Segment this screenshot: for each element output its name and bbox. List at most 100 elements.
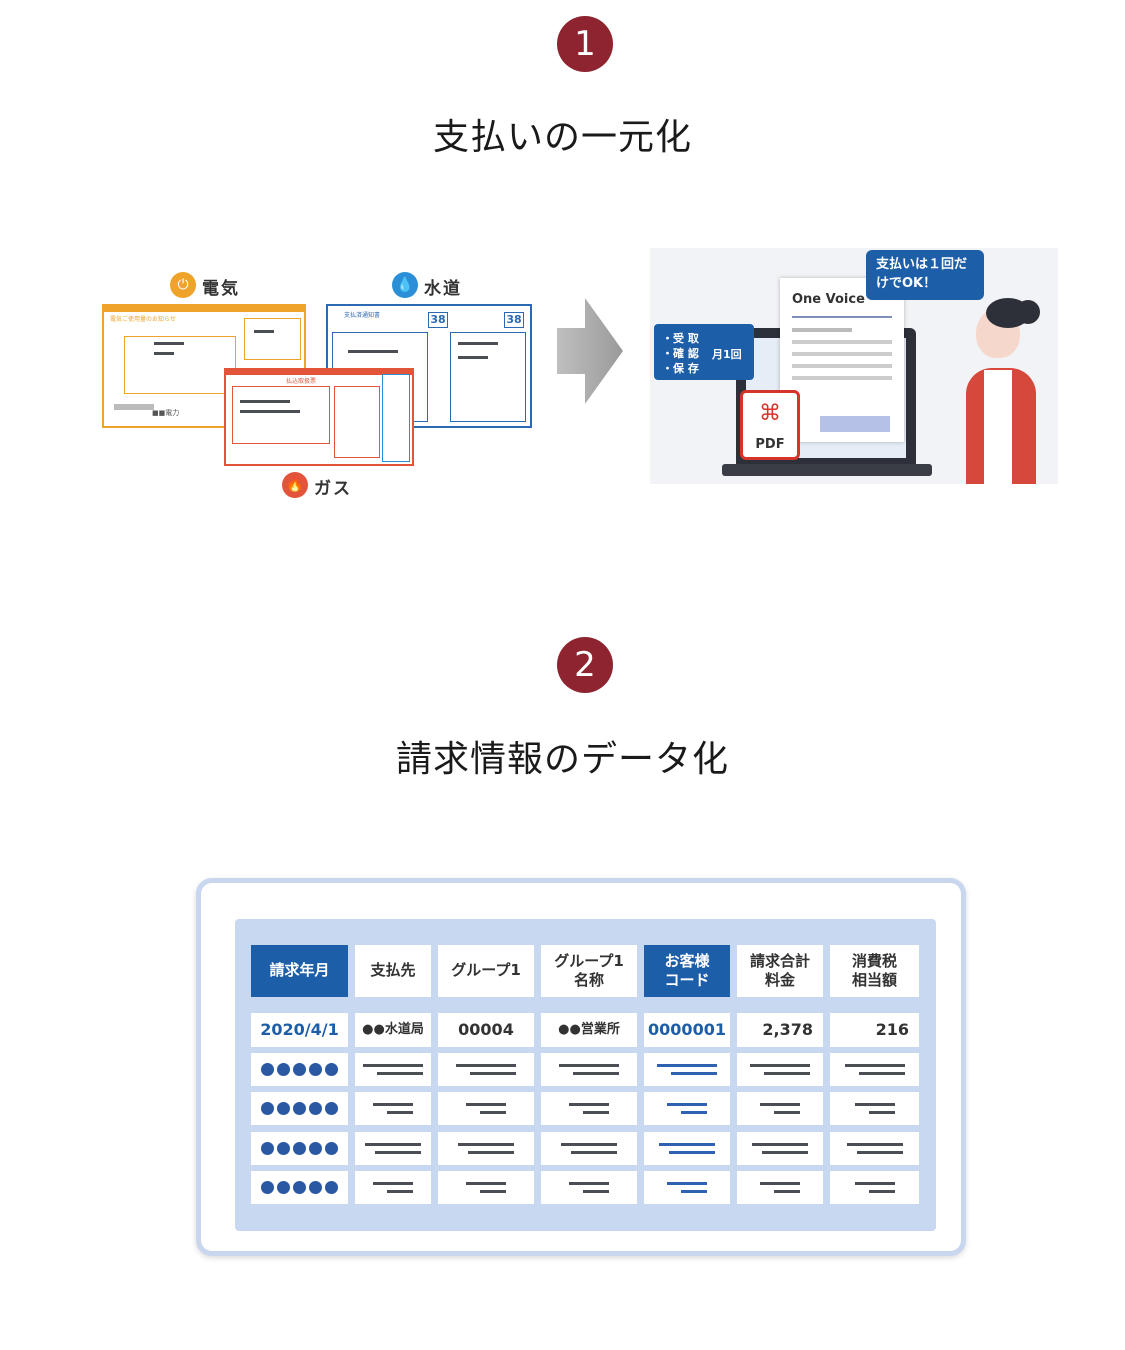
table-placeholder-cell	[438, 1132, 534, 1165]
table-header-consumption-tax: 消費税 相当額	[830, 945, 919, 997]
utility-label-gas: ガス	[314, 479, 352, 499]
electric-bill: 電気ご使用量のお知らせ ■■電力	[102, 304, 306, 428]
gas-bill-header: 払込取扱票	[286, 378, 317, 385]
table-placeholder-cell	[830, 1171, 919, 1204]
table-cell-total-charge: 2,378	[737, 1013, 823, 1047]
table-cell-customer-code: 0000001	[644, 1013, 730, 1047]
table-cell-group1: 00004	[438, 1013, 534, 1047]
table-placeholder-cell	[830, 1053, 919, 1086]
redacted-lines	[363, 1064, 423, 1075]
onevoice-illustration: One Voice ・受 取 ・確 認 ・保 存 月1回 ⌘ PDF 支払いは１…	[650, 248, 1058, 484]
redacted-dots	[261, 1181, 338, 1194]
water-bill-number-1: 38	[428, 312, 448, 328]
brand-logo: One Voice	[792, 292, 865, 307]
table-placeholder-cell	[737, 1092, 823, 1125]
table-placeholder-cell	[355, 1092, 431, 1125]
billing-data-table: 請求年月 支払先 グループ1 グループ1 名称 お客様 コード 請求合計 料金 …	[235, 919, 936, 1231]
speech-bubble: 支払いは１回だけでOK！	[866, 250, 984, 300]
table-placeholder-cell	[737, 1053, 823, 1086]
table-placeholder-cell	[251, 1132, 348, 1165]
table-placeholder-cell	[541, 1092, 637, 1125]
section-title-2: 請求情報のデータ化	[395, 739, 729, 780]
redacted-lines	[559, 1064, 619, 1075]
table-placeholder-cell	[644, 1171, 730, 1204]
table-header-payee: 支払先	[355, 945, 431, 997]
arrow-right-icon	[557, 298, 623, 404]
list-item-store: ・保 存	[662, 362, 699, 375]
plug-icon: ⏻	[170, 272, 196, 298]
redacted-lines	[456, 1064, 516, 1075]
table-header-total-charge: 請求合計 料金	[737, 945, 823, 997]
step-badge-2: 2	[557, 637, 613, 693]
table-placeholder-cell	[251, 1171, 348, 1204]
water-bill-number-2: 38	[504, 312, 524, 328]
table-placeholder-cell	[541, 1053, 637, 1086]
redacted-lines	[760, 1182, 800, 1193]
redacted-dots	[261, 1063, 338, 1076]
table-placeholder-cell	[438, 1092, 534, 1125]
table-header-customer-code: お客様 コード	[644, 945, 730, 997]
table-placeholder-cell	[541, 1171, 637, 1204]
flame-icon: 🔥	[282, 472, 308, 498]
water-bill-header: 支払済通知書	[344, 312, 381, 319]
table-header-billing-month: 請求年月	[251, 945, 348, 997]
utility-bills-illustration: ⏻ 電気 💧 水道 電気ご使用量のお知らせ ■■電力 支払済通知書 38 38 …	[100, 268, 540, 499]
section-title-1: 支払いの一元化	[432, 117, 692, 158]
redacted-lines	[659, 1143, 715, 1154]
table-cell-group1-name: ●●営業所	[541, 1013, 637, 1047]
table-placeholder-cell	[355, 1171, 431, 1204]
redacted-lines	[458, 1143, 514, 1154]
redacted-lines	[750, 1064, 810, 1075]
table-placeholder-cell	[251, 1092, 348, 1125]
electric-company-label: ■■電力	[152, 409, 180, 417]
frequency-label: 月1回	[712, 348, 742, 361]
invoice-document: One Voice	[780, 278, 904, 442]
list-item-receive: ・受 取	[662, 332, 699, 345]
redacted-lines	[657, 1064, 717, 1075]
process-list-bubble: ・受 取 ・確 認 ・保 存 月1回	[654, 324, 754, 380]
table-placeholder-cell	[644, 1092, 730, 1125]
table-placeholder-cell	[830, 1132, 919, 1165]
table-placeholder-cell	[644, 1132, 730, 1165]
billing-data-table-card: 請求年月 支払先 グループ1 グループ1 名称 お客様 コード 請求合計 料金 …	[196, 878, 966, 1256]
table-placeholder-cell	[737, 1132, 823, 1165]
table-placeholder-cell	[644, 1053, 730, 1086]
redacted-lines	[760, 1103, 800, 1114]
step-badge-1: 1	[557, 16, 613, 72]
table-cell-payee: ●●水道局	[355, 1013, 431, 1047]
gas-bill: 払込取扱票	[224, 368, 414, 466]
table-placeholder-cell	[438, 1171, 534, 1204]
pdf-icon: ⌘ PDF	[740, 390, 800, 460]
electric-bill-header: 電気ご使用量のお知らせ	[110, 316, 176, 323]
table-placeholder-cell	[355, 1053, 431, 1086]
utility-label-electricity: 電気	[202, 279, 240, 299]
redacted-lines	[365, 1143, 421, 1154]
woman-figure	[936, 298, 1056, 484]
redacted-lines	[667, 1182, 707, 1193]
water-drop-icon: 💧	[392, 272, 418, 298]
redacted-lines	[667, 1103, 707, 1114]
table-placeholder-cell	[438, 1053, 534, 1086]
redacted-lines	[854, 1103, 895, 1114]
list-item-confirm: ・確 認	[662, 347, 699, 360]
redacted-lines	[854, 1182, 895, 1193]
table-cell-consumption-tax: 216	[830, 1013, 919, 1047]
redacted-lines	[373, 1103, 413, 1114]
redacted-lines	[752, 1143, 808, 1154]
redacted-lines	[846, 1143, 903, 1154]
redacted-lines	[466, 1182, 506, 1193]
redacted-lines	[561, 1143, 617, 1154]
table-header-group1: グループ1	[438, 945, 534, 997]
table-placeholder-cell	[830, 1092, 919, 1125]
pdf-label: PDF	[755, 437, 785, 452]
table-placeholder-cell	[355, 1132, 431, 1165]
utility-label-water: 水道	[424, 279, 462, 299]
redacted-dots	[261, 1142, 338, 1155]
table-placeholder-cell	[737, 1171, 823, 1204]
redacted-lines	[844, 1064, 905, 1075]
redacted-lines	[373, 1182, 413, 1193]
redacted-lines	[569, 1103, 609, 1114]
redacted-lines	[569, 1182, 609, 1193]
table-placeholder-cell	[251, 1053, 348, 1086]
table-header-group1-name: グループ1 名称	[541, 945, 637, 997]
